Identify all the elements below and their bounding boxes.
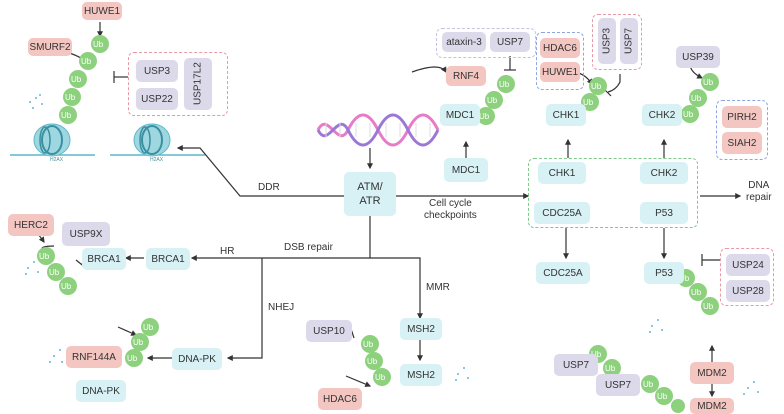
e3-group-frame [716,100,768,160]
huwe1-e3: HUWE1 [540,62,580,82]
svg-text:Ub: Ub [49,268,60,277]
msh2-ub-substrate: MSH2 [400,364,442,386]
cdc25a-ub-substrate: CDC25A [536,262,590,284]
usp3-dub: USP3 [598,18,616,64]
svg-text:Ub: Ub [691,288,702,297]
usp17l2-dub: USP17L2 [184,58,212,110]
svg-text:Ub: Ub [657,392,668,401]
chk1-ub-substrate: CHK1 [546,104,586,126]
svg-text:Ub: Ub [375,373,386,382]
dnapk-node: DNA-PK [172,348,222,370]
usp39-dub: USP39 [676,46,720,68]
svg-text:Ub: Ub [61,111,72,120]
chk2-ub-substrate: CHK2 [642,104,682,126]
hdac6-e3: HDAC6 [540,38,580,58]
msh2-node: MSH2 [400,318,442,340]
svg-text:Ub: Ub [487,96,498,105]
svg-text:Ub: Ub [703,302,714,311]
checkpoints-label: Cell cycle checkpoints [424,198,477,221]
dsb-repair-label: DSB repair [284,242,333,253]
usp24-dub: USP24 [726,254,770,276]
svg-text:Ub: Ub [591,82,602,91]
smurf2-e3: SMURF2 [28,38,72,56]
svg-text:Ub: Ub [143,323,154,332]
pirh2-e3: PIRH2 [722,106,762,128]
svg-text:Ub: Ub [71,75,82,84]
usp28-dub: USP28 [726,280,770,302]
mmr-label: MMR [426,282,450,293]
cdc25a-node: CDC25A [534,202,590,224]
huwe1-e3: HUWE1 [82,2,122,20]
brca1-ub-substrate: BRCA1 [82,248,126,270]
svg-text:Ub: Ub [703,78,714,87]
usp7-dub: USP7 [620,18,638,64]
brca1-node: BRCA1 [146,248,190,270]
svg-text:Ub: Ub [605,364,616,373]
svg-text:Ub: Ub [127,354,138,363]
chk2-node: CHK2 [640,162,688,184]
usp7-dub: USP7 [490,32,530,52]
svg-text:Ub: Ub [479,112,490,121]
dna-helix-icon [316,113,440,147]
nucleosome-icon [110,123,205,157]
svg-text:Ub: Ub [133,338,144,347]
h2ax-label: H2AX [50,157,64,163]
usp7-dub: USP7 [554,354,598,376]
dna-repair-label: DNA repair [746,180,772,203]
hdac6-e3: HDAC6 [318,388,362,410]
h2ax-label: H2AX [150,157,164,163]
svg-text:Ub: Ub [367,357,378,366]
ataxin3-dub: ataxin-3 [442,32,486,52]
chk1-node: CHK1 [538,162,586,184]
p53-ub-substrate: P53 [644,262,684,284]
usp22-dub: USP22 [136,88,178,110]
svg-text:Ub: Ub [61,282,72,291]
usp3-dub: USP3 [136,60,178,82]
checkpoint-group-frame [528,158,698,228]
svg-text:Ub: Ub [683,110,694,119]
dub-group-frame [592,14,642,70]
dnapk-ub-substrate: DNA-PK [76,380,126,402]
e3-group-frame [536,32,584,90]
svg-text:Ub: Ub [363,340,374,349]
dub-group-frame [436,28,536,58]
usp10-dub: USP10 [306,320,352,342]
dub-group-frame [128,52,228,116]
mdc1-ub-substrate: MDC1 [440,104,480,126]
svg-text:Ub: Ub [39,252,50,261]
svg-text:Ub: Ub [679,274,690,283]
svg-text:Ub: Ub [93,40,104,49]
nucleosome-icon [10,123,95,157]
ub-chain: Ub Ub Ub Ub Ub Ub Ub Ub Ub Ub Ub Ub Ub U… [37,35,719,413]
svg-text:Ub: Ub [643,380,654,389]
herc2-e3: HERC2 [8,214,54,236]
hr-label: HR [220,246,235,257]
atm-atr-node: ATM/ ATR [344,172,396,216]
mdc1-node: MDC1 [444,158,488,182]
svg-text:Ub: Ub [691,94,702,103]
svg-text:Ub: Ub [499,80,510,89]
p53-node: P53 [640,202,688,224]
dub-group-frame [720,248,774,306]
siah2-e3: SIAH2 [722,132,762,154]
mdm2-e3: MDM2 [690,362,734,384]
degradation-dots [25,94,759,395]
nhej-label: NHEJ [268,302,295,313]
rnf4-e3: RNF4 [446,66,486,86]
usp7-dub: USP7 [596,374,640,396]
rnf144a-e3: RNF144A [66,346,122,368]
svg-text:Ub: Ub [65,93,76,102]
svg-text:Ub: Ub [583,98,594,107]
ddr-label: DDR [258,182,280,193]
usp9x-dub: USP9X [62,222,110,246]
svg-text:Ub: Ub [81,57,92,66]
mdm2-ub-substrate: MDM2 [690,398,734,414]
